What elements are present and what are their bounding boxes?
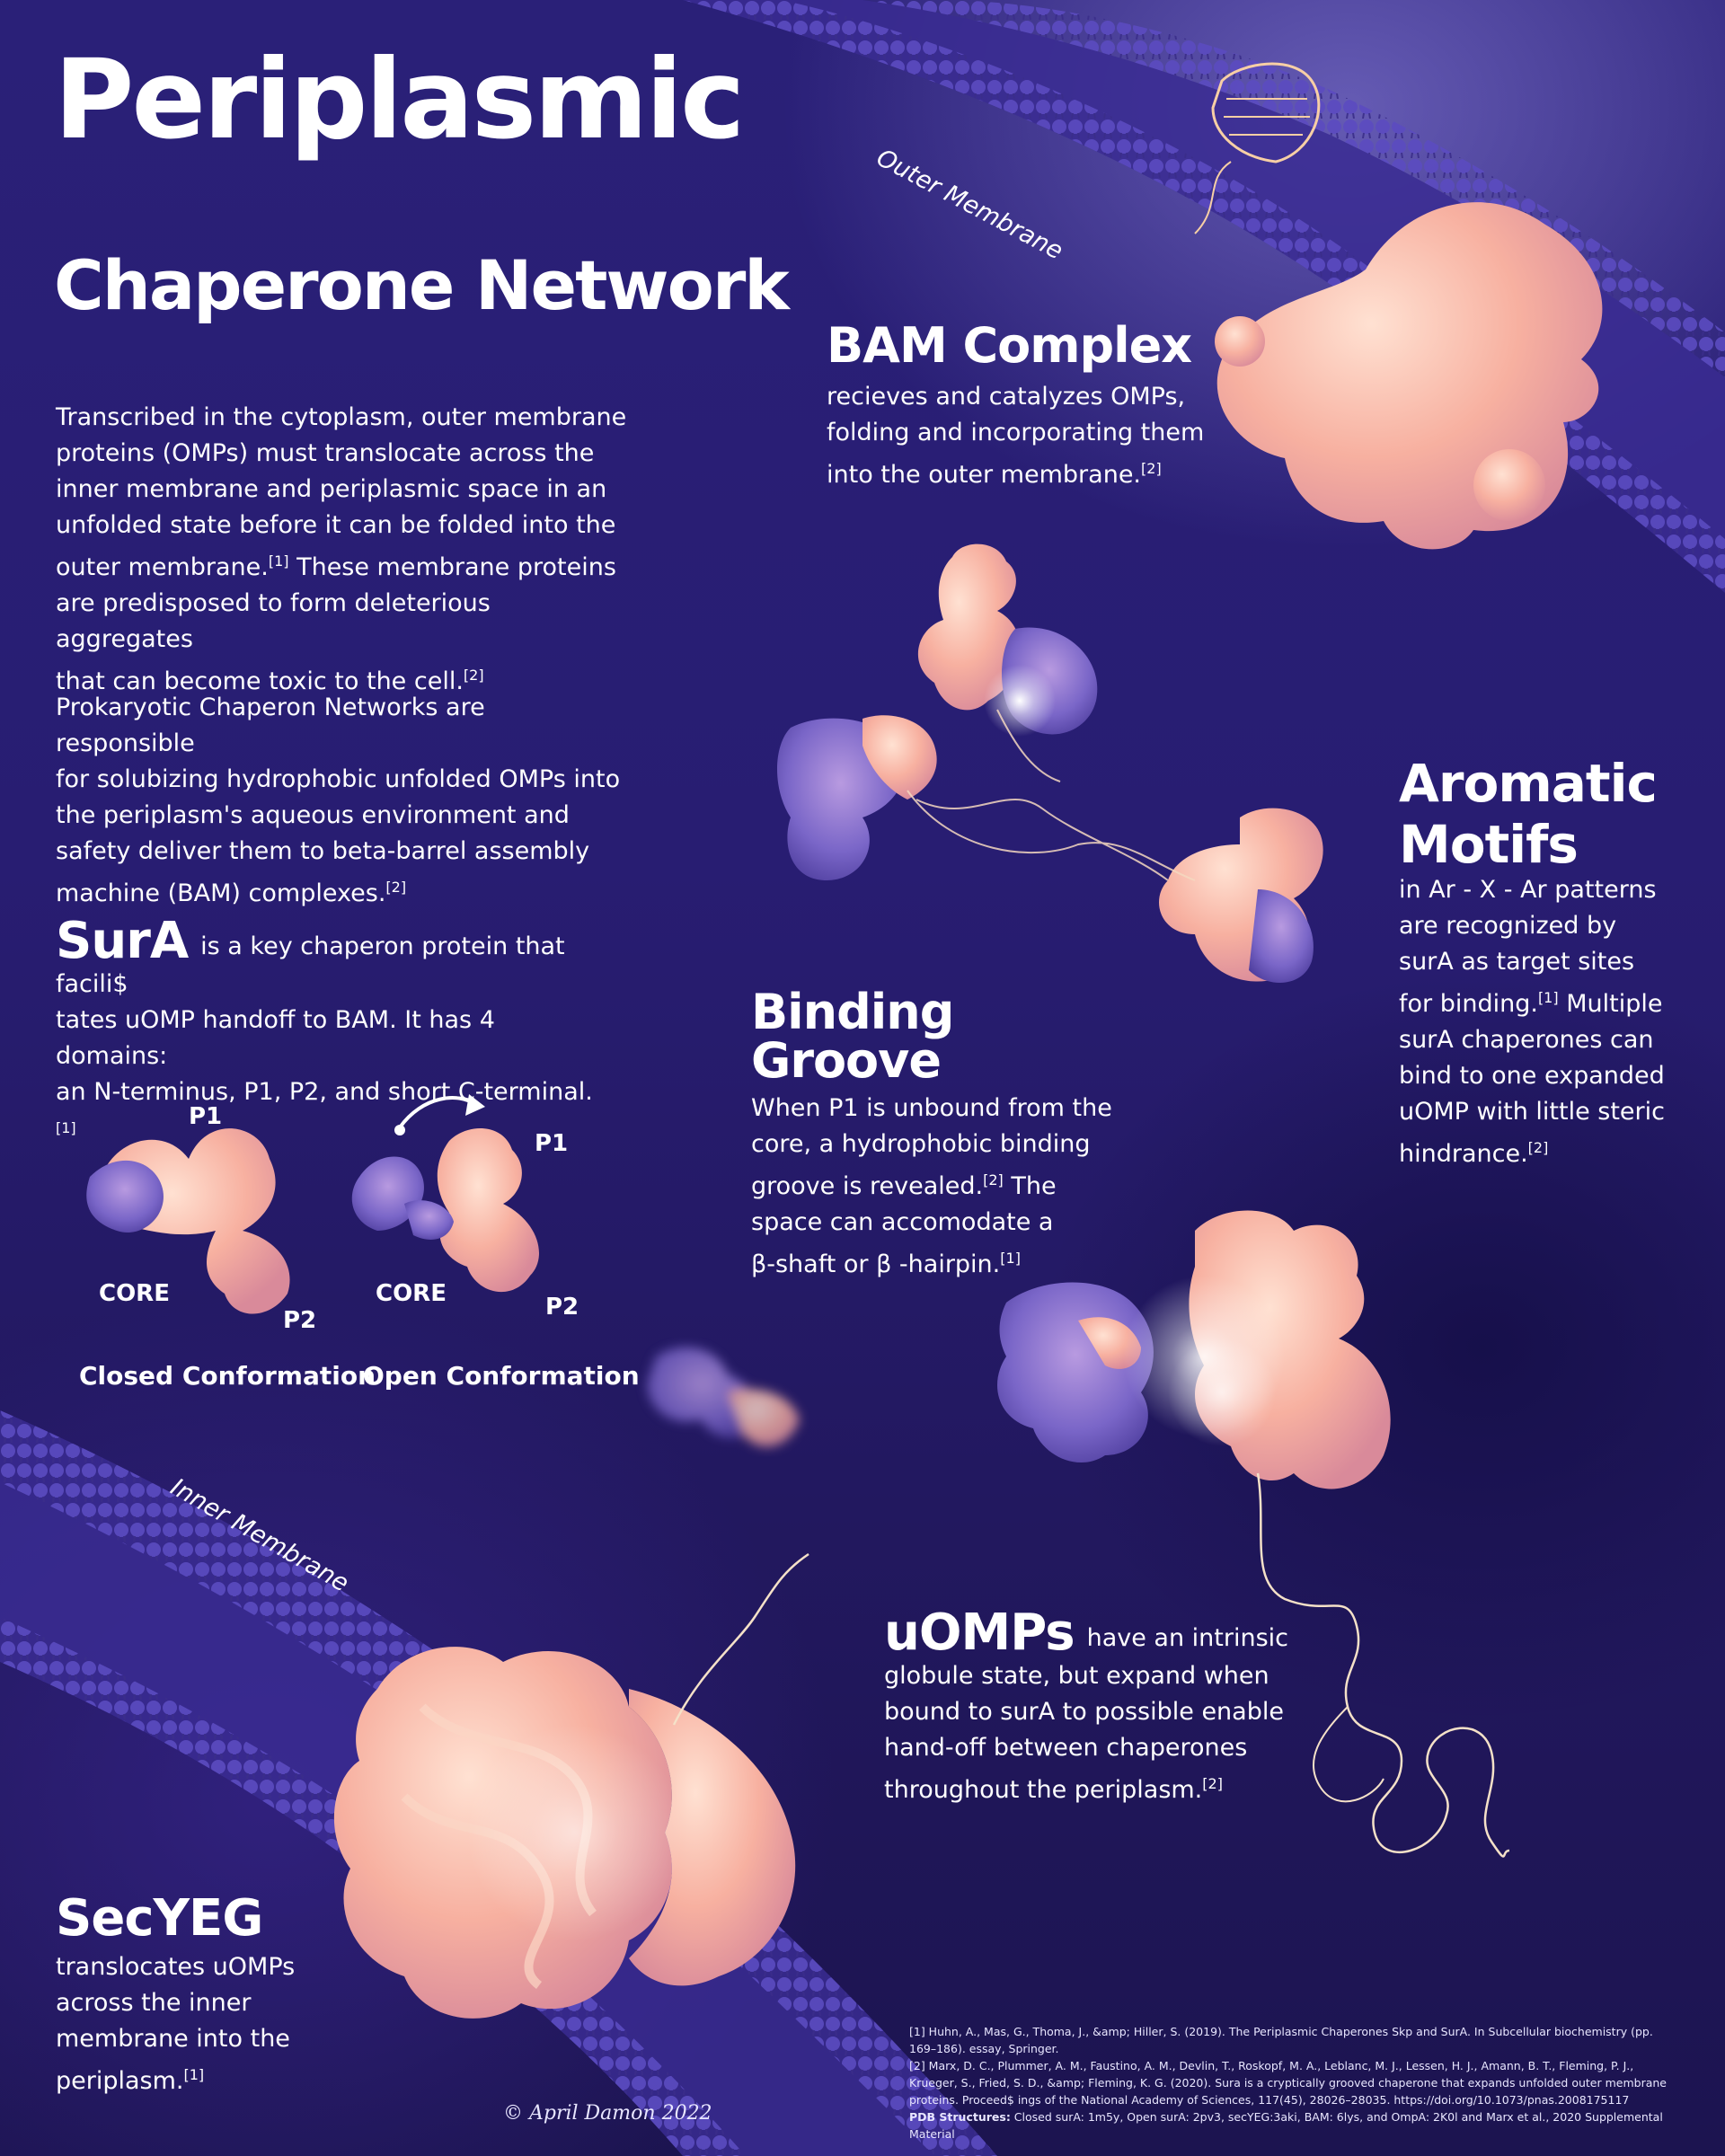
closed-p1-label: P1 — [189, 1103, 223, 1130]
title-line2: Chaperone Network — [54, 245, 790, 325]
closed-conformation-caption: Closed Conformation — [79, 1361, 376, 1391]
closed-core-label: CORE — [99, 1280, 170, 1307]
secyeg-heading: SecYEG — [56, 1889, 263, 1948]
intro-paragraph-1: Transcribed in the cytoplasm, outer memb… — [56, 403, 627, 695]
artist-signature: © April Damon 2022 — [503, 2102, 712, 2125]
aromatic-heading-line2: Motifs — [1399, 814, 1579, 875]
references-block: [1] Huhn, A., Mas, G., Thoma, J., &amp; … — [909, 2023, 1673, 2143]
secyeg-illustration — [333, 1552, 809, 2019]
sura-heading: SurA — [56, 912, 189, 970]
closed-p2-label: P2 — [283, 1307, 317, 1334]
bam-section: BAM Complex recieves and catalyzes OMPs,… — [827, 322, 1258, 493]
open-conformation-caption: Open Conformation — [363, 1361, 640, 1391]
sura-chaperones-illustration — [777, 543, 1323, 983]
binding-groove-heading: Binding Groove — [751, 984, 954, 1089]
uomps-text-rest: globule state, but expand when bound to … — [884, 1662, 1284, 1804]
uomps-heading: uOMPs — [884, 1604, 1075, 1662]
aromatic-heading-line1: Aromatic — [1399, 753, 1658, 814]
binding-groove-section: Binding Groove When P1 is unbound from t… — [751, 988, 1146, 1283]
pdb-structures: PDB Structures: Closed surA: 1m5y, Open … — [909, 2110, 1663, 2141]
reference-2: [2] Marx, D. C., Plummer, A. M., Faustin… — [909, 2059, 1667, 2107]
aromatic-section: Aromatic Motifs in Ar - X - Ar patterns … — [1399, 750, 1713, 1172]
intro-paragraph-2: Prokaryotic Chaperon Networks are respon… — [56, 694, 621, 907]
sura-conformation-illustrations — [86, 1094, 539, 1314]
bam-complex-illustration — [1194, 62, 1603, 550]
sura-text-rest: tates uOMP handoff to BAM. It has 4 doma… — [56, 1006, 593, 1136]
open-p2-label: P2 — [545, 1294, 579, 1321]
open-core-label: CORE — [376, 1280, 447, 1307]
bam-text: recieves and catalyzes OMPs, folding and… — [827, 383, 1205, 489]
secyeg-section: SecYEG translocates uOMPs across the inn… — [56, 1894, 361, 2099]
open-p1-label: P1 — [535, 1130, 569, 1157]
secyeg-text: translocates uOMPs across the inner memb… — [56, 1953, 296, 2095]
binding-groove-text: When P1 is unbound from the core, a hydr… — [751, 1094, 1112, 1278]
uomp-chaperone-illustration — [997, 1210, 1510, 1858]
title-line1: Periplasmic — [54, 36, 745, 163]
bam-heading: BAM Complex — [827, 317, 1192, 374]
reference-1: [1] Huhn, A., Mas, G., Thoma, J., &amp; … — [909, 2025, 1653, 2055]
aromatic-text: in Ar - X - Ar patterns are recognized b… — [1399, 876, 1665, 1168]
